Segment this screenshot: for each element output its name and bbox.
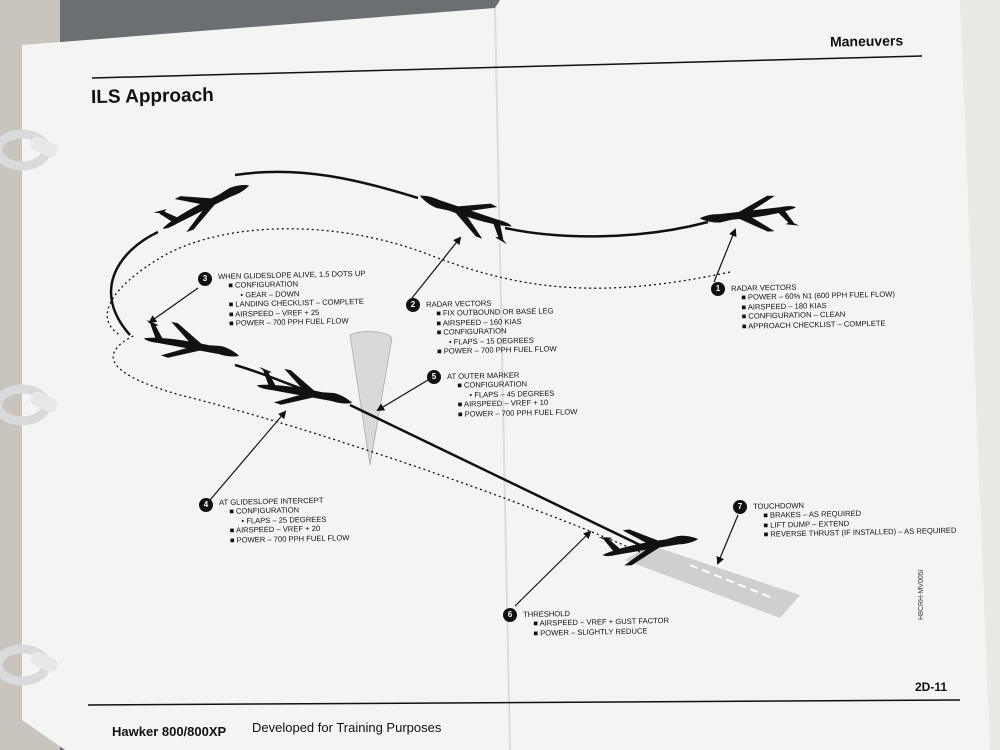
callout-number-7: 7 <box>733 500 747 514</box>
binder-rings <box>0 129 58 686</box>
training-notice: Developed for Training Purposes <box>252 720 442 735</box>
leader-arrow-1 <box>713 228 737 283</box>
callout-3: WHEN GLIDESLOPE ALIVE, 1.5 DOTS UP ■ CON… <box>218 269 366 329</box>
callout-number-2: 2 <box>406 298 420 312</box>
page-sheet <box>22 0 1000 750</box>
leader-arrow-4 <box>209 410 287 501</box>
aircraft-model: Hawker 800/800XP <box>112 724 227 739</box>
alternate-path-upper <box>106 228 731 336</box>
flight-path-inbound <box>504 220 709 238</box>
callout-number-5: 5 <box>427 370 441 384</box>
flight-path-base-turn <box>109 230 159 336</box>
callout-4: AT GLIDESLOPE INTERCEPT ■ CONFIGURATION … <box>219 495 349 545</box>
footer-rule <box>87 699 961 706</box>
callout-1: RADAR VECTORS ■ POWER – 60% N1 (600 PPH … <box>731 281 896 331</box>
page-fold <box>494 7 511 750</box>
callout-number-4: 4 <box>199 498 213 512</box>
leader-arrow-3 <box>148 287 199 324</box>
callout-2: RADAR VECTORS ■ FIX OUTBOUND OR BASE LEG… <box>426 297 557 356</box>
runway <box>625 545 800 618</box>
callout-6: THRESHOLD ■ AIRSPEED – VREF + GUST FACTO… <box>523 607 669 638</box>
leader-arrow-2 <box>411 236 462 299</box>
document-code: H8CRH-MV005i <box>918 569 925 620</box>
alternate-path-lower <box>112 334 641 553</box>
section-title: Maneuvers <box>829 32 904 50</box>
callout-number-6: 6 <box>503 608 517 622</box>
callout-number-3: 3 <box>198 272 212 286</box>
runway-centerline <box>689 564 771 598</box>
outer-marker-beam <box>349 331 393 466</box>
page-title: ILS Approach <box>90 84 214 109</box>
callout-number-1: 1 <box>711 282 725 296</box>
leader-arrow-6 <box>514 530 592 607</box>
glideslope-path <box>349 403 641 547</box>
leader-arrow-5 <box>376 379 429 412</box>
callout-5: AT OUTER MARKER ■ CONFIGURATION • FLAPS … <box>447 369 577 419</box>
leader-arrow-7 <box>716 514 739 565</box>
page-edge-shadow <box>960 0 1000 750</box>
flight-path-downwind <box>234 170 419 200</box>
page-number: 2D-11 <box>915 680 948 694</box>
header-rule <box>91 55 923 79</box>
callout-7: TOUCHDOWN ■ BRAKES – AS REQUIRED ■ LIFT … <box>753 498 957 540</box>
